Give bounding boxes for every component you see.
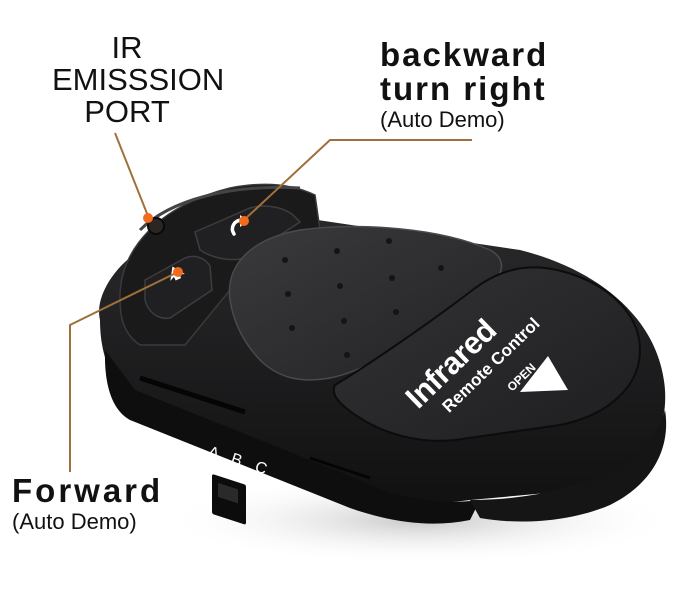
ir-port-callout: IR EMISSSION PORT bbox=[52, 30, 225, 129]
ir-label-line-3: PORT bbox=[84, 94, 170, 129]
grip-dots bbox=[282, 238, 444, 358]
forward-callout: Forward (Auto Demo) bbox=[12, 474, 163, 534]
ir-port bbox=[147, 217, 165, 235]
backward-title-line-1: backward bbox=[380, 36, 549, 73]
ir-callout-dot bbox=[143, 213, 153, 223]
forward-title: Forward bbox=[12, 472, 164, 509]
remote-side bbox=[104, 350, 480, 524]
backward-callout-line bbox=[243, 139, 472, 221]
backward-callout: backward turn right (Auto Demo) bbox=[380, 38, 548, 132]
forward-subtitle: (Auto Demo) bbox=[12, 509, 137, 534]
backward-subtitle: (Auto Demo) bbox=[380, 107, 505, 132]
ir-label-line-2: EMISSSION bbox=[52, 62, 225, 97]
forward-button[interactable] bbox=[144, 255, 213, 320]
backward-title-line-2: turn right bbox=[380, 70, 547, 107]
ir-callout-line bbox=[114, 132, 149, 217]
forward-callout-dot bbox=[173, 267, 183, 277]
callout-lines bbox=[69, 132, 472, 472]
callout-dots bbox=[143, 213, 249, 277]
battery-lid bbox=[332, 266, 642, 442]
switch-label-b: B bbox=[229, 451, 244, 470]
mode-switch[interactable] bbox=[212, 474, 246, 525]
forward-callout-line bbox=[69, 271, 179, 472]
remote-front-rim bbox=[470, 410, 667, 522]
backward-callout-dot bbox=[239, 216, 249, 226]
open-triangle-icon bbox=[520, 356, 568, 392]
switch-label-c: C bbox=[253, 459, 269, 479]
ir-label-line-1: IR bbox=[111, 30, 143, 65]
seam-line bbox=[139, 375, 246, 415]
seam-line-2 bbox=[309, 456, 371, 480]
